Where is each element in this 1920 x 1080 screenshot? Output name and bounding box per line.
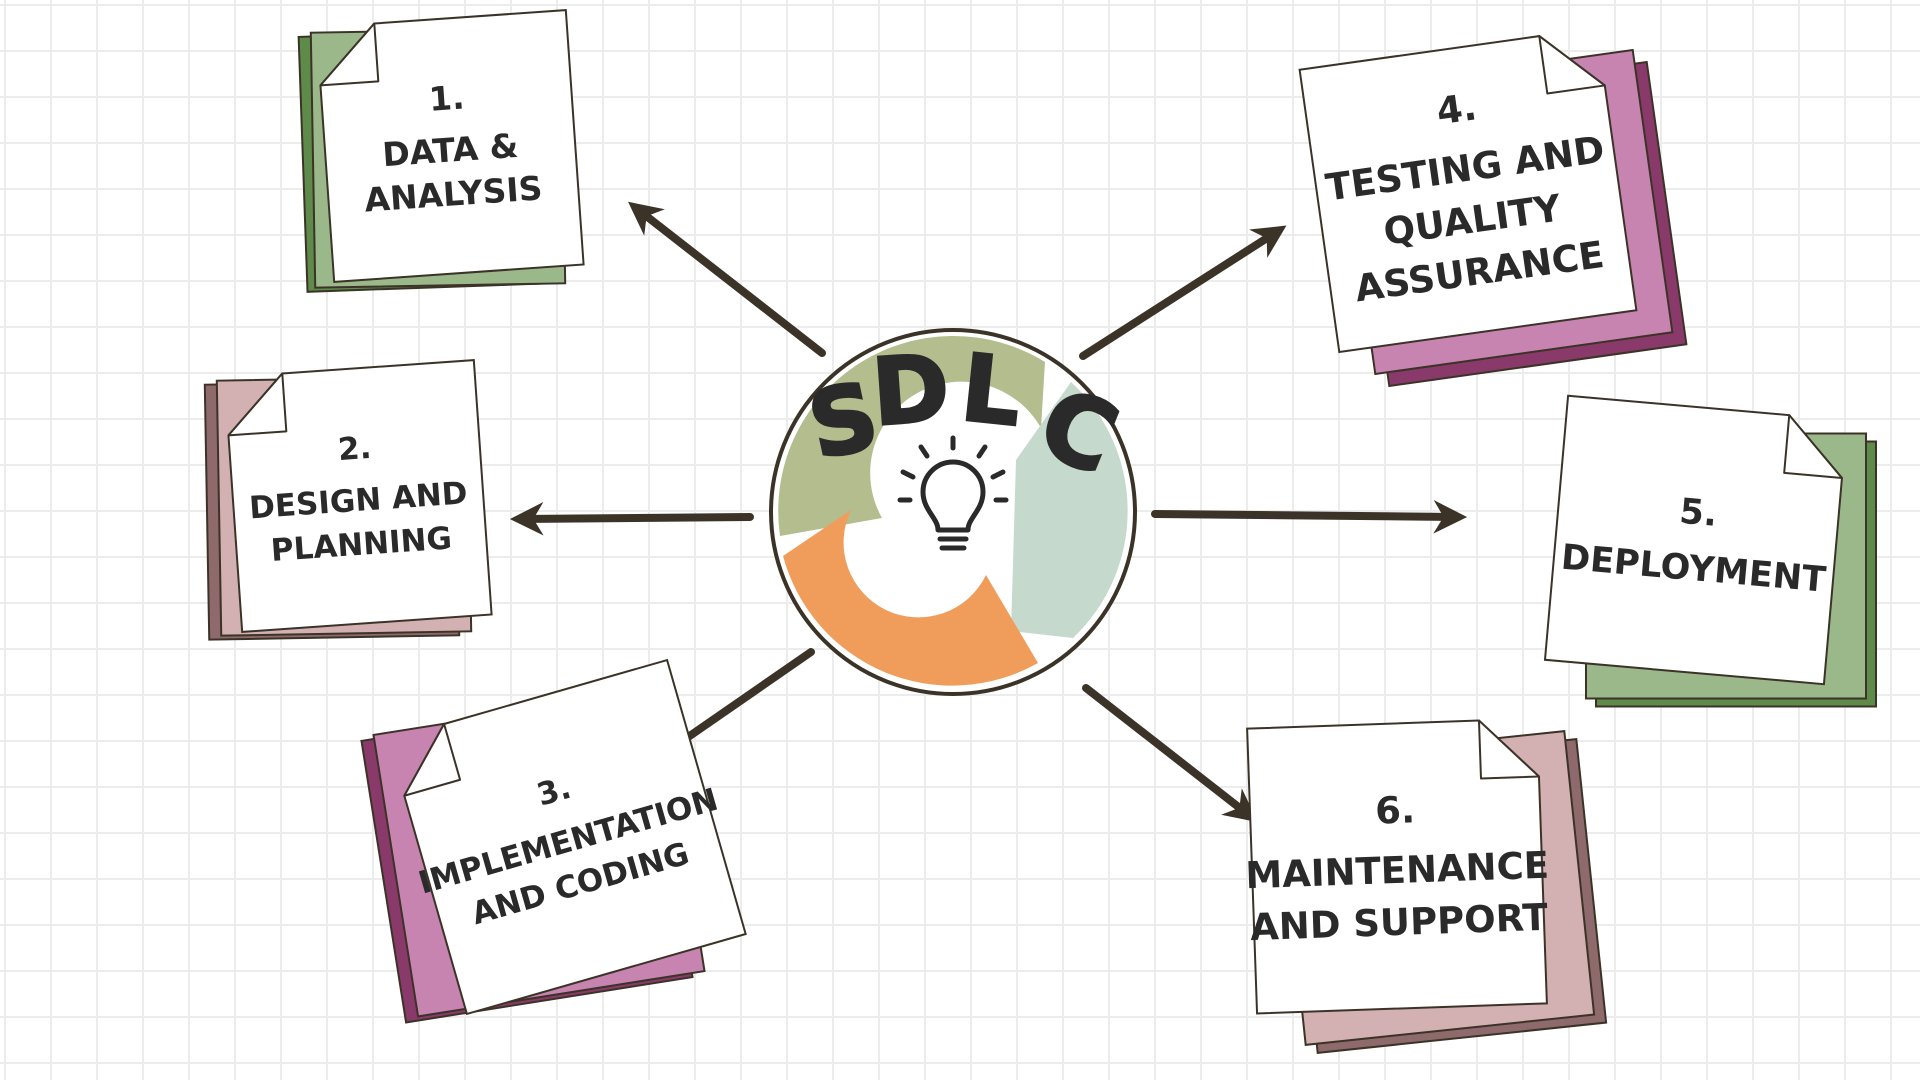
arrow-to-step-4 [1079, 225, 1287, 360]
lightbulb-icon [897, 435, 1009, 551]
hub-segment-sage [1011, 382, 1128, 638]
step-number: 5. [1678, 492, 1719, 535]
step-label-line: AND SUPPORT [1249, 896, 1549, 949]
step-label-line: MAINTENANCE [1245, 844, 1550, 898]
hub-letter-d: D [869, 335, 953, 447]
arrow-to-step-1 [628, 201, 826, 357]
hub-segment-olive [778, 335, 1045, 536]
arrow-to-step-6 [1082, 684, 1258, 823]
card-paper [1543, 394, 1843, 686]
step-number: 2. [337, 430, 373, 468]
card-paper [1298, 35, 1638, 354]
card-front: 1.DATA &ANALYSIS [319, 9, 585, 283]
step-card-1: 1.DATA &ANALYSIS [297, 9, 585, 293]
arrows-group [509, 201, 1468, 823]
arrow-to-step-2 [509, 501, 754, 536]
card-folded-corner [319, 22, 380, 87]
arrow-to-step-5 [1151, 499, 1468, 534]
card-paper [1246, 719, 1548, 1015]
step-card-5: 5.DEPLOYMENT [1543, 394, 1877, 708]
step-number: 6. [1374, 788, 1415, 832]
card-folded-corner [1477, 719, 1540, 780]
card-folded-corner [1783, 414, 1843, 479]
hub-segment-orange [783, 510, 1038, 686]
hub-letter-l: L [957, 334, 1026, 447]
step-number: 4. [1434, 85, 1479, 133]
step-number: 1. [428, 77, 466, 118]
step-label-line: DATA & [381, 126, 520, 174]
card-folded-corner [403, 723, 462, 797]
card-folded-corner [1538, 35, 1606, 95]
sdlc-hub: S D L C [769, 328, 1137, 696]
card-folded-corner [227, 372, 288, 437]
card-front: 5.DEPLOYMENT [1543, 394, 1843, 686]
